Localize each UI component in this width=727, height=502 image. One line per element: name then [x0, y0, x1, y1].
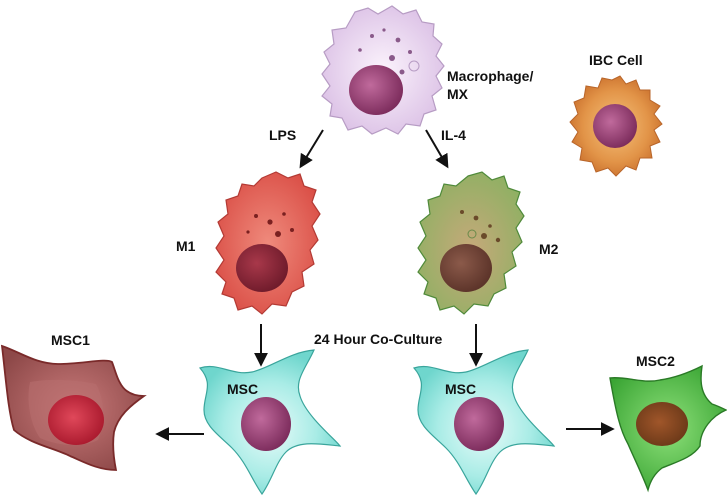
msc-cell-left [198, 349, 342, 496]
lps-label: LPS [269, 127, 297, 143]
macrophage-label-line2: MX [447, 86, 468, 102]
msc-right-label: MSC [445, 381, 477, 397]
msc-cell-right [412, 349, 556, 496]
msc1-cell [0, 344, 147, 471]
macrophage-label: Macrophage/ MX [447, 67, 533, 103]
msc2-label: MSC2 [636, 353, 675, 369]
msc1-label: MSC1 [51, 332, 90, 348]
macrophage-cell [321, 5, 445, 135]
coculture-label: 24 Hour Co-Culture [314, 331, 443, 347]
arrow-il4 [425, 129, 449, 169]
arrow-lps [299, 129, 324, 169]
il4-label: IL-4 [441, 127, 466, 143]
msc2-cell [609, 364, 727, 493]
m1-cell [215, 171, 321, 315]
ibc-cell [569, 75, 663, 177]
msc-left-label: MSC [227, 381, 259, 397]
ibc-cell-label: IBC Cell [589, 52, 643, 68]
macrophage-label-line1: Macrophage/ [447, 68, 534, 84]
m2-cell [417, 171, 525, 315]
m2-label: M2 [539, 241, 559, 257]
m1-label: M1 [176, 238, 196, 254]
